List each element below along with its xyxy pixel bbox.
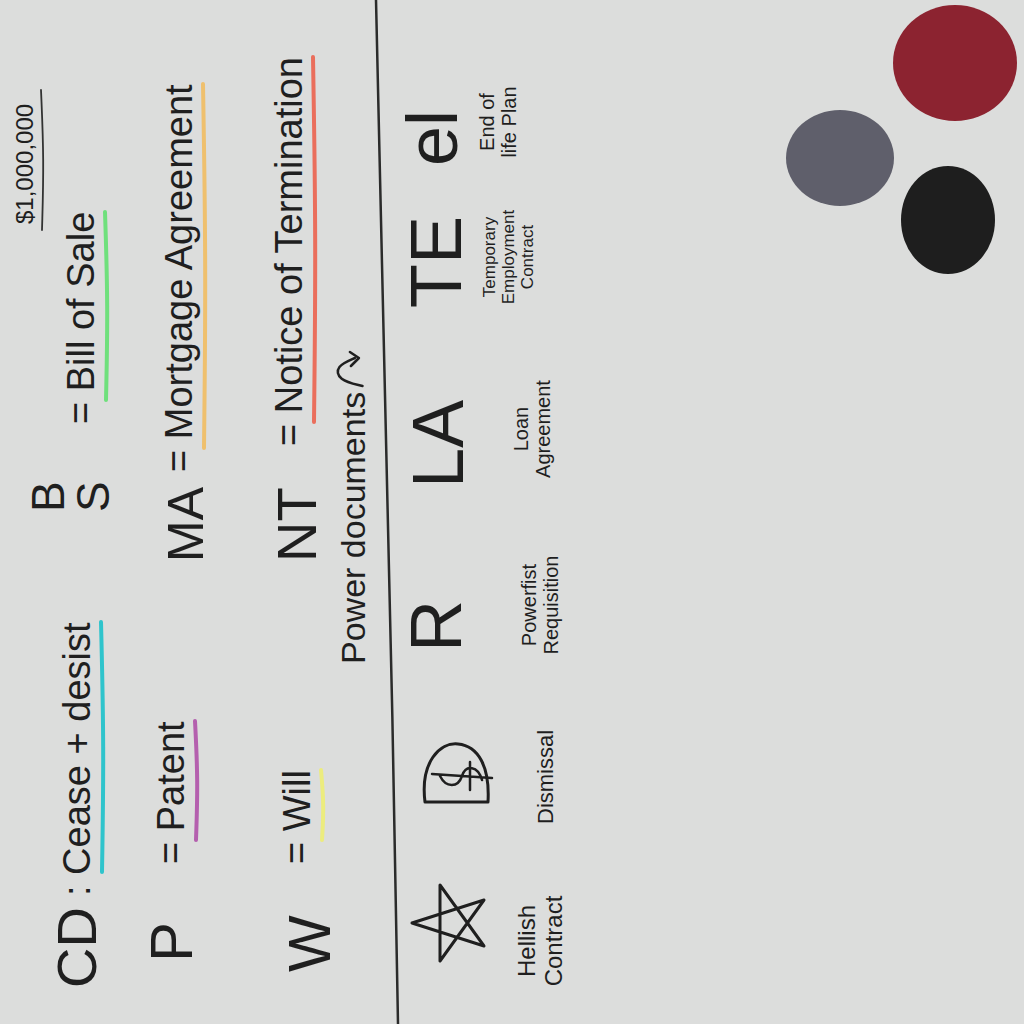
dismissal-symbol [424,744,492,802]
red-paint-blob [893,5,1017,121]
symbol-glyph: BS [26,478,116,512]
definition-text: = Will [276,770,319,864]
pentagram-symbol [412,885,484,961]
symbol-caption: End of life Plan [476,82,521,162]
symbol-glyph: MA [158,487,214,562]
color-underline [313,57,315,422]
black-paint-blob [901,166,995,274]
color-underline [41,90,43,230]
symbol-caption: Dismissal [534,730,559,824]
grey-paint-blob [786,110,894,206]
color-underline [105,212,107,400]
symbol-caption: Temporary Employment Contract [480,198,537,316]
symbol-glyph: CD [46,907,109,988]
symbol-glyph: P [138,922,205,962]
symbol-glyph: TE [396,216,477,308]
color-underline [321,770,323,840]
definition-text: = Patent [150,721,193,864]
definition-text: = Mortgage Agreement [158,84,201,472]
definition-text: = Notice of Termination [268,57,311,446]
definition-text: = Bill of Sale [60,212,103,424]
curved-arrow [338,358,363,386]
arrow-head [350,352,359,366]
definition-text: : Cease + desist [56,622,99,896]
symbol-glyph: W [276,915,343,972]
group-heading: Power documents [334,392,372,664]
color-underline [203,84,205,448]
symbol-glyph: el [392,110,473,166]
symbol-caption: Hellish Contract [514,886,568,996]
color-underline [101,622,103,872]
symbol-caption: Loan Agreement [510,374,555,484]
symbol-glyph: R [396,600,477,652]
color-underline [195,721,197,840]
symbol-caption: Powerfist Requisition [518,544,563,666]
symbol-glyph: LA [398,400,479,488]
symbol-glyph: NT [266,487,329,562]
amount-note: $1,000,000 [12,104,39,224]
